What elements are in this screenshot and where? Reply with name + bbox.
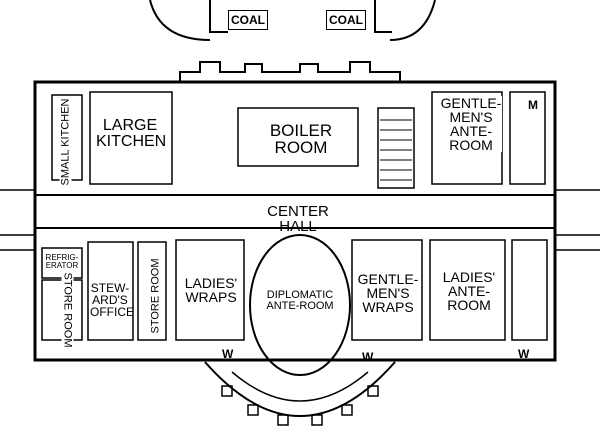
small-kitchen-label: SMALL KITCHEN [59,98,72,186]
stewards-office-walls [87,241,134,341]
stair-treads [380,119,412,181]
top-bays [179,61,401,82]
left-annex [0,189,35,251]
south-portico-arc [204,361,396,417]
right-small-walls [509,91,546,185]
diplomatic-anteroom-label: DIPLOMATIC ANTE-ROOM [256,290,344,312]
coal-left-label: COAL [228,10,268,30]
ladies-wraps-walls [175,239,245,341]
large-kitchen-label: LARGE KITCHEN [96,117,167,150]
store-room-mid-walls [137,241,167,341]
gentlemens-wraps-walls [351,239,423,341]
south-portico-inner [231,371,369,402]
gentlemens-anteroom-top-label: GENTLE- MEN'S ANTE- ROOM [440,95,502,153]
refrigerator-label: REFRIG- ERATOR [44,253,80,270]
store-room-mid-label: STORE ROOM [149,258,162,334]
stewards-office-label: STEW- ARD'S OFFICE [90,281,134,319]
portico-columns [221,385,379,426]
right-bottom-walls [511,239,548,341]
w-left-label: W [222,347,234,361]
gentlemens-wraps-label: GENTLE- MEN'S WRAPS [357,271,419,315]
coal-vault-wall [209,0,392,33]
ladies-wraps-label: LADIES' WRAPS [182,276,240,304]
w-right-label: W [518,347,530,361]
gentlemens-top-walls [431,91,503,185]
store-room-left-label: STORE ROOM [61,272,74,348]
m-label: M [528,98,538,112]
coal-vault-arc [149,0,436,41]
diplomatic-oval [249,234,351,376]
right-annex [555,189,600,251]
boiler-room-label: BOILER ROOM [268,121,334,157]
outer-wall [33,80,557,362]
ladies-anteroom-walls [429,239,506,341]
w-center-label: W [362,350,374,364]
coal-right-label: COAL [326,10,366,30]
boiler-walls [237,107,359,167]
stair-walls [377,107,415,189]
center-hall-label: CENTER HALL [267,203,329,235]
ladies-anteroom-label: LADIES' ANTE- ROOM [438,270,500,312]
large-kitchen-walls [89,91,173,185]
